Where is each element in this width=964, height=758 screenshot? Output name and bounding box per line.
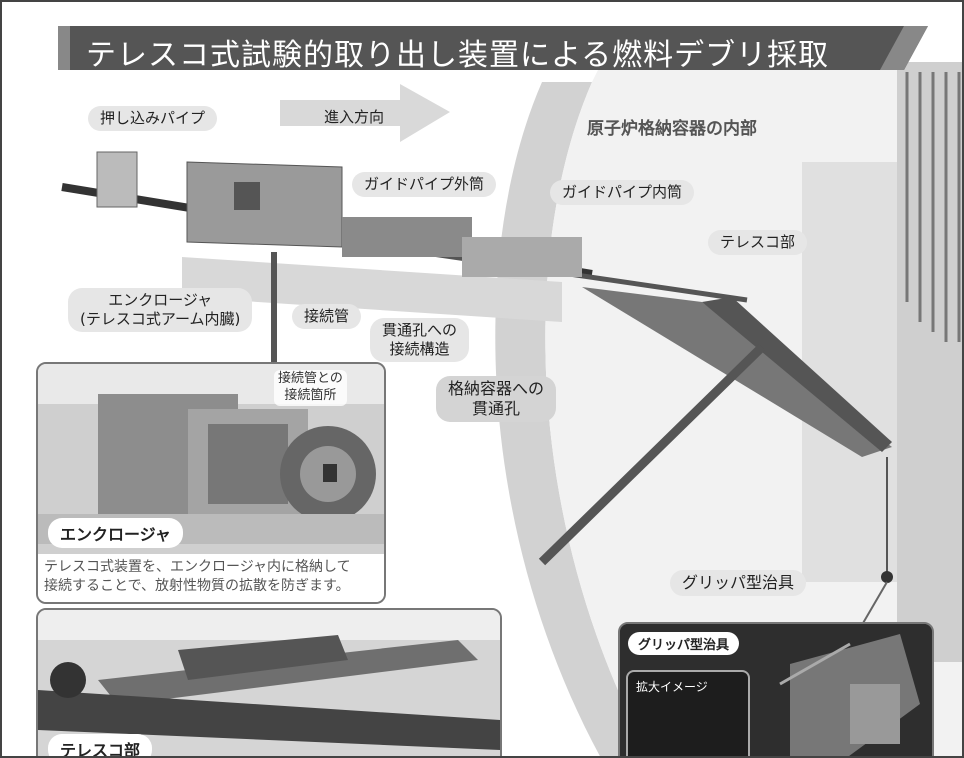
zoom-label: 拡大イメージ [636,680,708,694]
callout-penetration-connection: 貫通孔への 接続構造 [370,318,470,362]
callout-gripper: グリッパ型治具 [670,570,807,596]
callout-push-pipe: 押し込みパイプ [88,106,218,131]
photo-label-connection-point: 接続管との 接続箇所 [274,370,347,406]
caption-line2: 接続することで、放射性物質の拡散を防ぎます。 [44,577,350,594]
telescope-photo [38,610,500,756]
inset-enclosure-tag: エンクロージャ [48,518,183,548]
callout-penetration-connection-line2: 接続構造 [389,339,450,358]
callout-guide-outer: ガイドパイプ外筒 [352,172,497,197]
inset-gripper-tag: グリッパ型治具 [628,632,740,655]
inset-enclosure-caption: テレスコ式装置を、エンクロージャ内に格納して 接続することで、放射性物質の拡散を… [38,554,384,602]
direction-arrow [280,84,450,142]
title-banner: テレスコ式試験的取り出し装置による燃料デブリ採取 [58,26,928,73]
inset-gripper: グリッパ型治具 拡大イメージ [618,622,934,756]
direction-label: 進入方向 [324,108,385,126]
callout-enclosure-line1: エンクロージャ [108,291,213,309]
callout-pcv-penetration: 格納容器への 貫通孔 [436,376,557,422]
inset-telescope: テレスコ部 [36,608,502,756]
inside-pcv-label: 原子炉格納容器の内部 [587,119,757,139]
photo-label-line2: 接続箇所 [284,387,337,403]
callout-pcv-penetration-line1: 格納容器への [448,379,545,398]
callout-penetration-connection-line1: 貫通孔への [382,321,458,339]
callout-telescope: テレスコ部 [708,230,808,255]
callout-enclosure: エンクロージャ (テレスコ式アーム内臓) [68,288,253,332]
caption-line1: テレスコ式装置を、エンクロージャ内に格納して [44,559,351,575]
zoom-image-panel: 拡大イメージ [626,670,750,756]
callout-guide-inner: ガイドパイプ内筒 [550,180,695,205]
callout-enclosure-line2: (テレスコ式アーム内臓) [80,309,241,328]
callout-connection-pipe: 接続管 [292,304,362,329]
callout-pcv-penetration-line2: 貫通孔 [472,399,521,418]
inset-telescope-tag: テレスコ部 [48,734,153,756]
photo-label-line1: 接続管との [278,371,343,386]
inset-enclosure: 接続管との 接続箇所 エンクロージャ テレスコ式装置を、エンクロージャ内に格納し… [36,362,386,604]
page-title: テレスコ式試験的取り出し装置による燃料デブリ採取 [86,38,830,73]
